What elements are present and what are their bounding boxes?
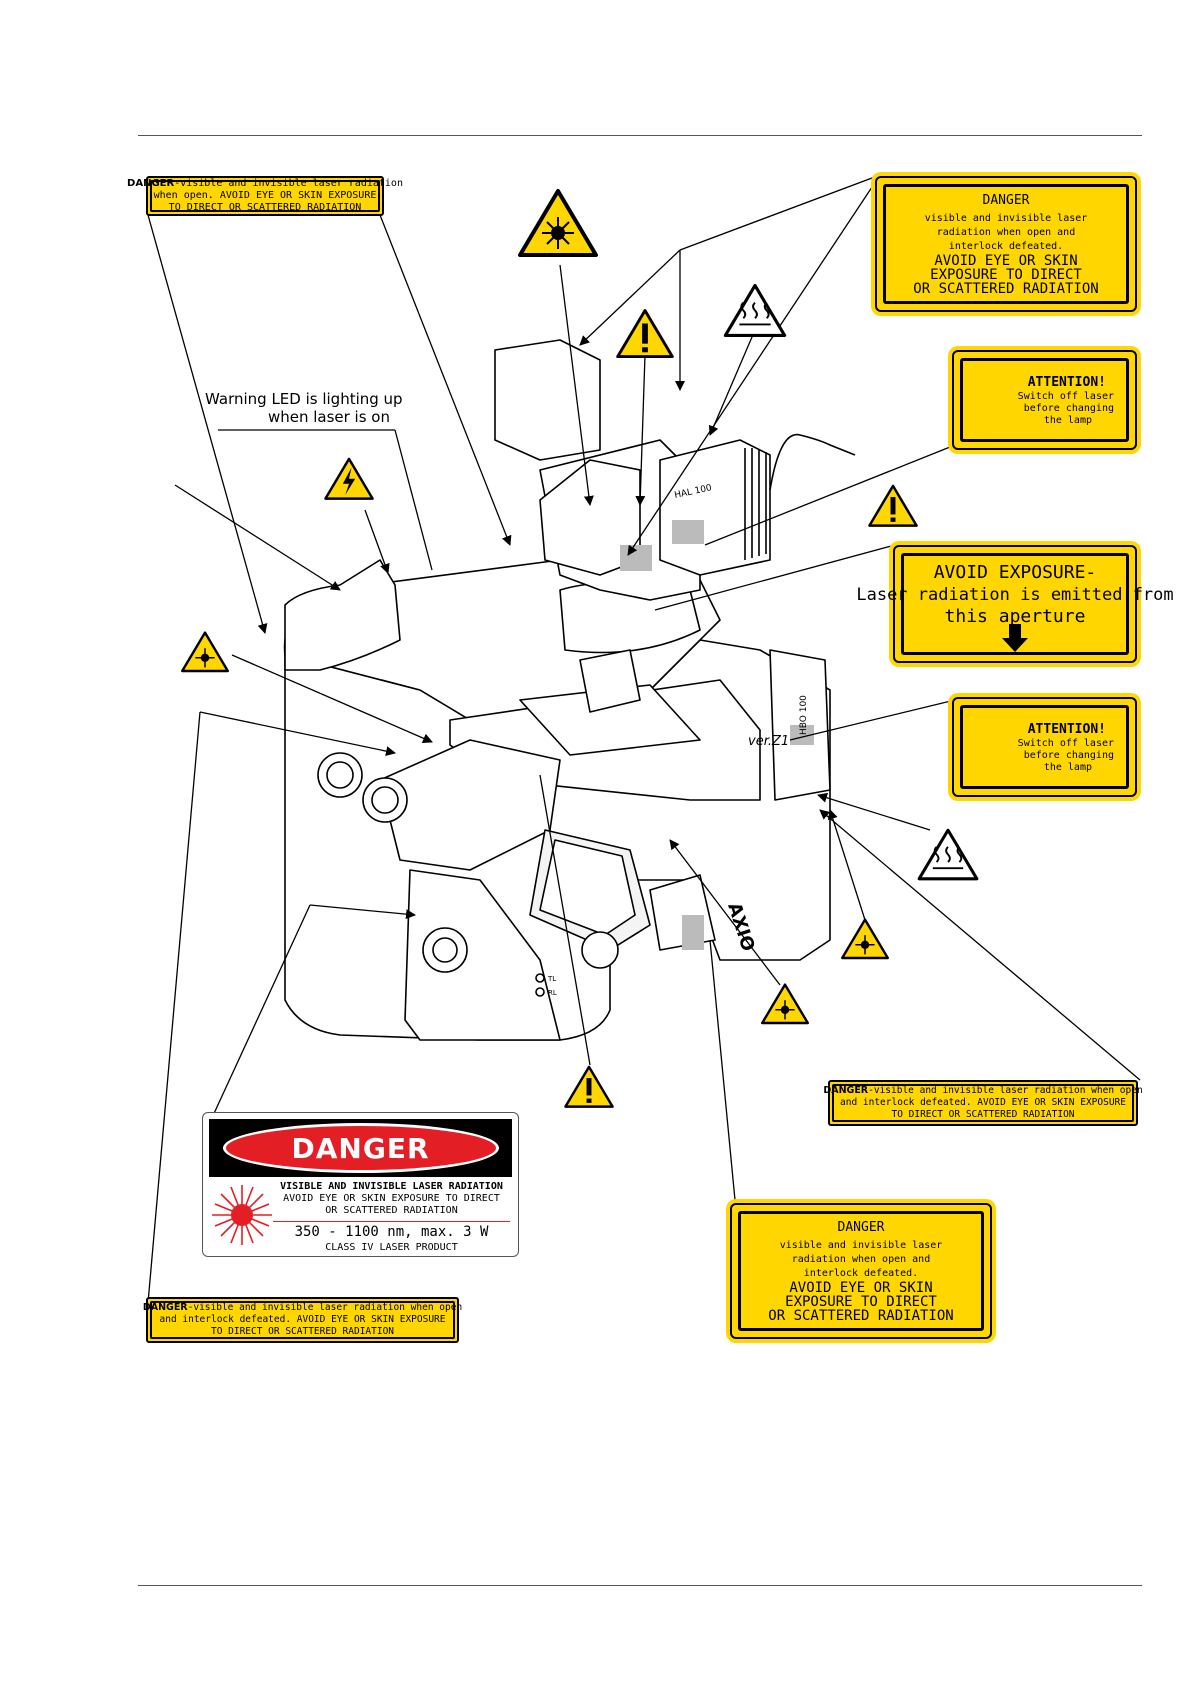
warning-led-caption: Warning LED is lighting up when laser is… [205, 390, 403, 426]
nosepiece [579, 649, 641, 713]
laser-symbol-lower-middle [761, 983, 809, 1025]
rear-housing [284, 559, 401, 671]
hal-lamp [659, 439, 771, 576]
hot-surface-icon-bottom [917, 828, 979, 881]
danger-label-top-right: DANGER visible and invisible laser radia… [875, 176, 1137, 312]
top-rule [138, 135, 1142, 136]
bottom-rule [138, 1585, 1142, 1586]
rl-label: RL [548, 989, 557, 997]
tl-label: TL [547, 975, 556, 983]
leader-lines [147, 174, 1141, 1304]
hal-fins [744, 448, 767, 560]
danger-label-bottom-left: DANGER-visible and invisible laser radia… [143, 1297, 462, 1343]
danger-header: DANGER [222, 1123, 499, 1173]
laser-symbol-lower-right [841, 918, 889, 960]
model-label: ver.Z1 [748, 734, 789, 749]
attention-label-2: ATTENTION! Switch off laser before chang… [952, 697, 1137, 797]
warning-triangle-right [868, 484, 918, 527]
danger-label-bottom-right: DANGER visible and invisible laser radia… [730, 1203, 992, 1339]
danger-word: DANGER [127, 178, 175, 189]
danger-label-mid-right: DANGER-visible and invisible laser radia… [823, 1080, 1143, 1126]
attention-label-1: ATTENTION! Switch off laser before chang… [952, 350, 1137, 450]
microscope-drawing [283, 339, 856, 1041]
hot-surface-icon-top [723, 283, 787, 337]
avoid-exposure-label: AVOID EXPOSURE- Laser radiation is emitt… [856, 545, 1174, 663]
focus-knob [581, 931, 619, 969]
hbo-label: HBO 100 [799, 695, 809, 735]
arrow-down-icon [1002, 624, 1028, 652]
danger-label-top-left: DANGER-visible and invisible laser radia… [127, 176, 403, 216]
warning-triangle-top [616, 309, 674, 359]
electrical-hazard-icon [324, 457, 374, 500]
warning-triangle-bottom [564, 1065, 614, 1108]
front-pillar [404, 869, 561, 1041]
laser-starburst-icon [212, 1185, 272, 1245]
danger-laser-panel: DANGER VISIBLE AND INVISIBLE LASER RADIA… [202, 1112, 519, 1257]
laser-symbol-top [518, 189, 598, 257]
laser-symbol-left [180, 631, 230, 673]
lamp-cable [769, 433, 856, 491]
light-source-box [494, 339, 601, 461]
